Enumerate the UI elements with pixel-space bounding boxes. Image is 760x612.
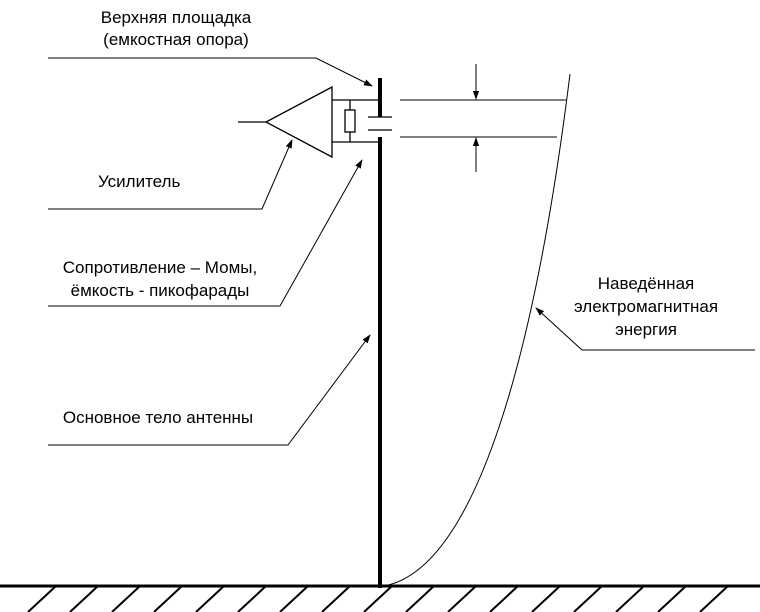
top-pad-label-line1: Верхняя площадка <box>101 8 252 27</box>
ground-hatching <box>27 585 729 612</box>
induced-energy-label-line1: Наведённая <box>598 274 694 293</box>
induced-energy-label-line2: электромагнитная <box>574 297 718 316</box>
resistor-symbol <box>344 109 356 133</box>
antenna-body-leader <box>48 334 371 446</box>
induced-energy-leader <box>535 307 755 351</box>
resistance-leader <box>48 159 363 307</box>
induced-energy-label-line3: энергия <box>615 320 677 339</box>
amplifier-triangle <box>264 85 333 159</box>
amplifier-label: Усилитель <box>98 172 180 191</box>
capacitor-symbol <box>368 116 392 131</box>
resistance-label-line2: ёмкость - пикофарады <box>71 281 250 300</box>
antenna-body-label: Основное тело антенны <box>63 408 253 427</box>
induced-energy-curve <box>383 73 571 587</box>
top-pad-leader <box>48 57 373 87</box>
top-pad-label-line2: (емкостная опора) <box>103 30 249 49</box>
resistance-label-line1: Сопротивление – Момы, <box>63 258 257 277</box>
amplifier-leader <box>48 139 293 210</box>
